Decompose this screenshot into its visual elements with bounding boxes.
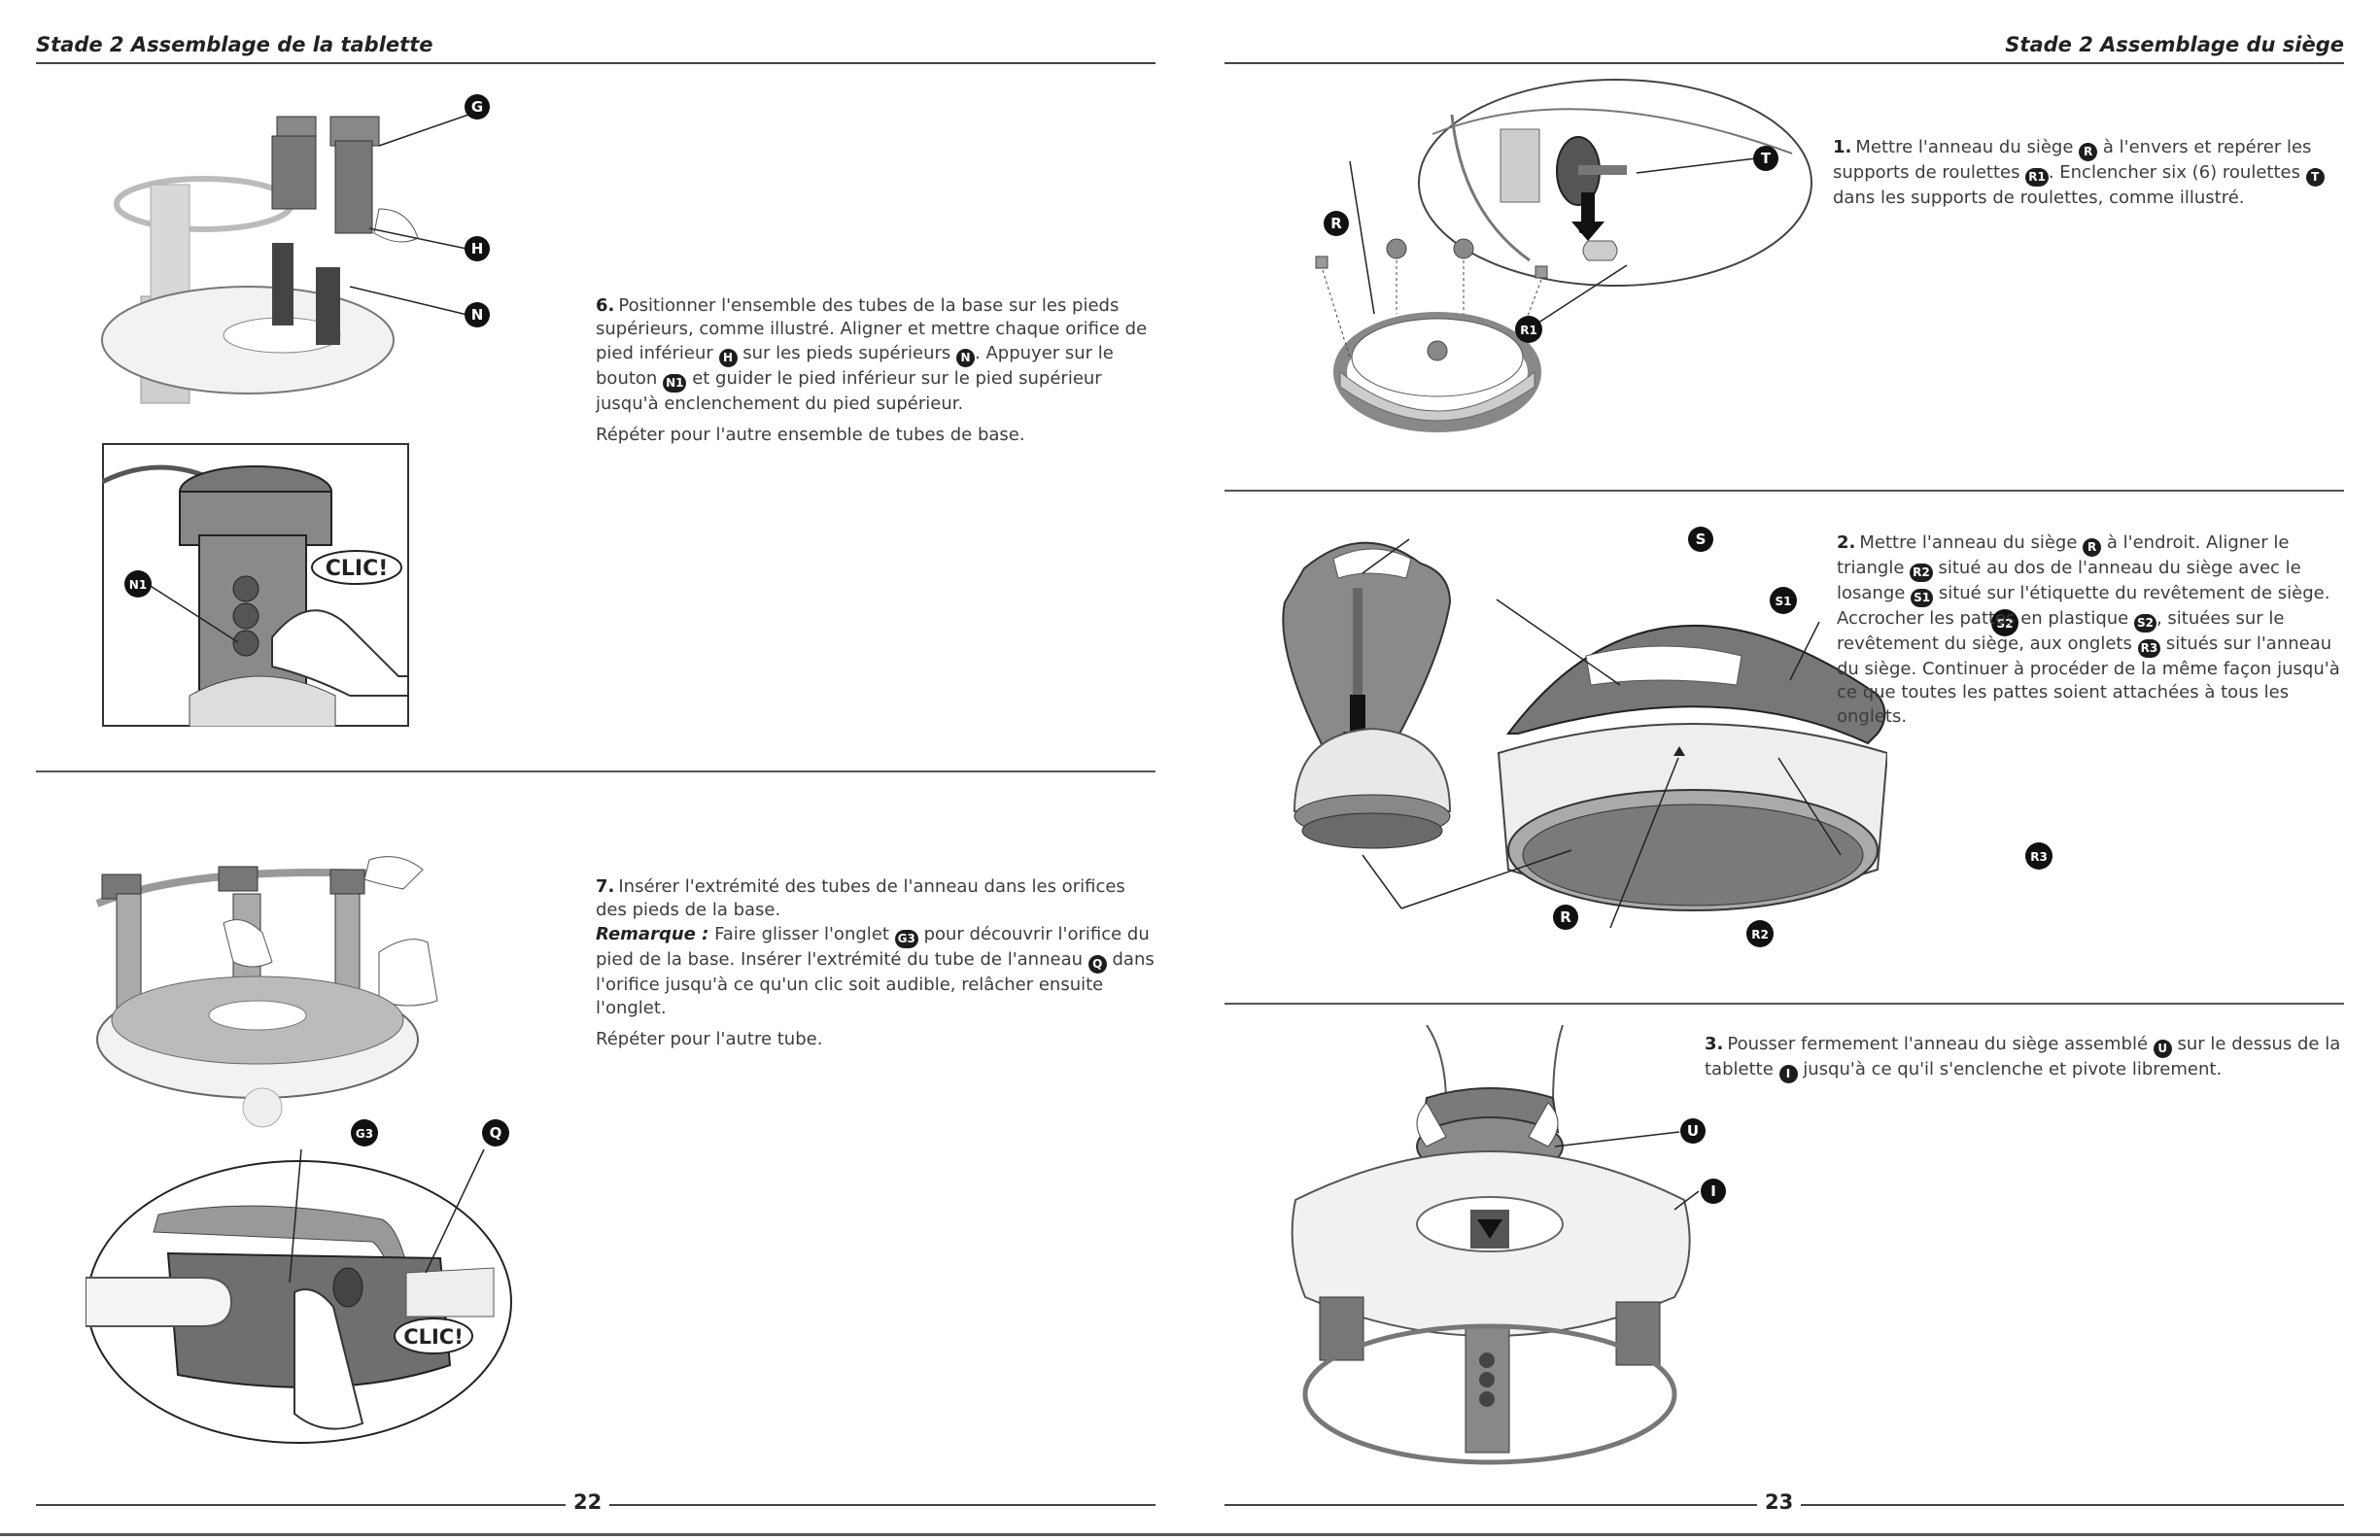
step-3-text: 3.Pousser fermement l'anneau du siège as… [1705, 1033, 2352, 1091]
badge-u: U [2153, 1040, 2172, 1058]
callout-r-seat: R [1553, 905, 1578, 930]
figure-seat-on-tray: U I [1271, 1025, 1757, 1482]
right-page: Stade 2 Assemblage du siège [1190, 0, 2380, 1540]
svg-text:N1: N1 [129, 578, 147, 592]
badge-r3: R3 [2137, 639, 2161, 658]
callout-r2: R2 [1746, 920, 1774, 947]
badge-n1: N1 [663, 373, 687, 393]
callout-i: I [1701, 1179, 1726, 1204]
figure-casters: R T R1 [1258, 76, 1841, 464]
svg-text:I: I [1710, 1182, 1716, 1200]
page-number-22: 22 [566, 1490, 610, 1514]
svg-text:R2: R2 [1751, 928, 1769, 941]
svg-text:N: N [471, 306, 484, 324]
figure-base-tubes: G H N [87, 92, 505, 413]
step-1-text: 1.Mettre l'anneau du siège R à l'envers … [1833, 136, 2353, 218]
callout-s2: S2 [1991, 609, 2018, 636]
svg-text:S: S [1696, 530, 1707, 548]
svg-text:CLIC!: CLIC! [403, 1325, 464, 1349]
right-section-rule-1 [1224, 490, 2344, 492]
left-page-header: Stade 2 Assemblage de la tablette [36, 33, 433, 56]
svg-text:Q: Q [490, 1124, 502, 1142]
left-header-rule [36, 62, 1156, 64]
callout-q: Q [482, 1119, 509, 1146]
callout-r: R [1324, 211, 1349, 236]
callout-n: N [465, 302, 490, 327]
step-6-text: 6.Positionner l'ensemble des tubes de la… [596, 294, 1155, 455]
right-header-rule [1224, 62, 2344, 64]
svg-text:R: R [1560, 908, 1571, 926]
left-page: Stade 2 Assemblage de la tablette G [36, 33, 1156, 1514]
figure-g3-closeup: CLIC! G3 Q [86, 1117, 513, 1448]
badge-r-2: R [2083, 538, 2102, 557]
svg-text:S1: S1 [1776, 595, 1792, 608]
svg-text:G3: G3 [356, 1127, 373, 1141]
callout-h: H [465, 236, 490, 261]
callout-s: S [1688, 527, 1713, 552]
left-section-rule [36, 770, 1156, 772]
badge-i: I [1778, 1065, 1798, 1083]
figure-ring-tubes [87, 845, 486, 1137]
figure-seat-cover: S S1 S2 R3 R R2 [1246, 520, 2052, 947]
bottom-edge-rule [0, 1533, 2380, 1536]
callout-n1: N1 [124, 570, 152, 598]
badge-n: N [956, 348, 976, 367]
badge-s2: S2 [2133, 614, 2156, 633]
svg-text:G: G [471, 98, 483, 116]
step-2-text: 2.Mettre l'anneau du siège R à l'endroit… [1837, 532, 2340, 727]
svg-text:CLIC!: CLIC! [326, 557, 389, 581]
badge-r1: R1 [2025, 168, 2049, 187]
figure-n1-closeup: CLIC! N1 [102, 443, 409, 727]
step-6-repeat: Répéter pour l'autre ensemble de tubes d… [596, 424, 1025, 445]
step-7-text: 7.Insérer l'extrémité des tubes de l'ann… [596, 875, 1155, 1059]
svg-text:U: U [1687, 1122, 1699, 1140]
callout-g: G [465, 94, 490, 120]
callout-t: T [1753, 146, 1778, 171]
badge-r: R [2079, 143, 2098, 161]
svg-text:R3: R3 [2030, 850, 2048, 864]
badge-q: Q [1087, 954, 1107, 974]
svg-text:T: T [1761, 150, 1772, 167]
svg-text:R: R [1330, 215, 1342, 232]
right-page-header: Stade 2 Assemblage du siège [2005, 33, 2344, 56]
right-section-rule-2 [1224, 1003, 2344, 1005]
svg-text:H: H [471, 240, 484, 257]
badge-t: T [2305, 168, 2325, 187]
step-7-repeat: Répéter pour l'autre tube. [596, 1029, 823, 1050]
callout-s1: S1 [1770, 587, 1797, 614]
svg-text:R1: R1 [1520, 324, 1537, 337]
callout-r3: R3 [2025, 842, 2052, 870]
badge-h: H [718, 348, 738, 367]
svg-text:S2: S2 [1997, 617, 2014, 631]
callout-g3: G3 [351, 1119, 378, 1146]
callout-u: U [1680, 1118, 1706, 1144]
callout-r1: R1 [1515, 316, 1542, 343]
badge-r2: R2 [1910, 564, 1933, 582]
badge-g3: G3 [894, 929, 918, 948]
badge-s1: S1 [1911, 589, 1934, 607]
page-number-23: 23 [1757, 1490, 1802, 1514]
